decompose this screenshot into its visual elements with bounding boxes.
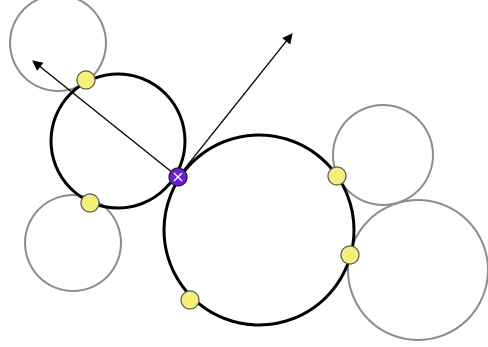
primary-circle-large: [162, 133, 356, 327]
secondary-circles-layer: [9, 0, 488, 341]
contact-point-center: [168, 167, 188, 187]
secondary-circle-right-lower: [347, 199, 488, 341]
secondary-circle-lower-left: [24, 194, 122, 292]
primary-circle-small: [49, 72, 187, 210]
tangent-point-right-upper: [327, 166, 347, 186]
contact-point-x-mark: [173, 172, 183, 182]
points-layer: [76, 70, 360, 310]
tangent-point-bottom: [180, 290, 200, 310]
left-arrow: [32, 60, 179, 178]
arrows-layer: [32, 33, 293, 178]
primary-circles-layer: [49, 72, 356, 327]
tangent-point-upper-left: [76, 70, 96, 90]
secondary-circle-upper-left: [9, 0, 107, 92]
right-arrow: [177, 33, 293, 178]
tangent-point-lower-left: [80, 193, 100, 213]
tangent-point-right-lower: [340, 245, 360, 265]
secondary-circle-right-upper: [332, 104, 434, 206]
